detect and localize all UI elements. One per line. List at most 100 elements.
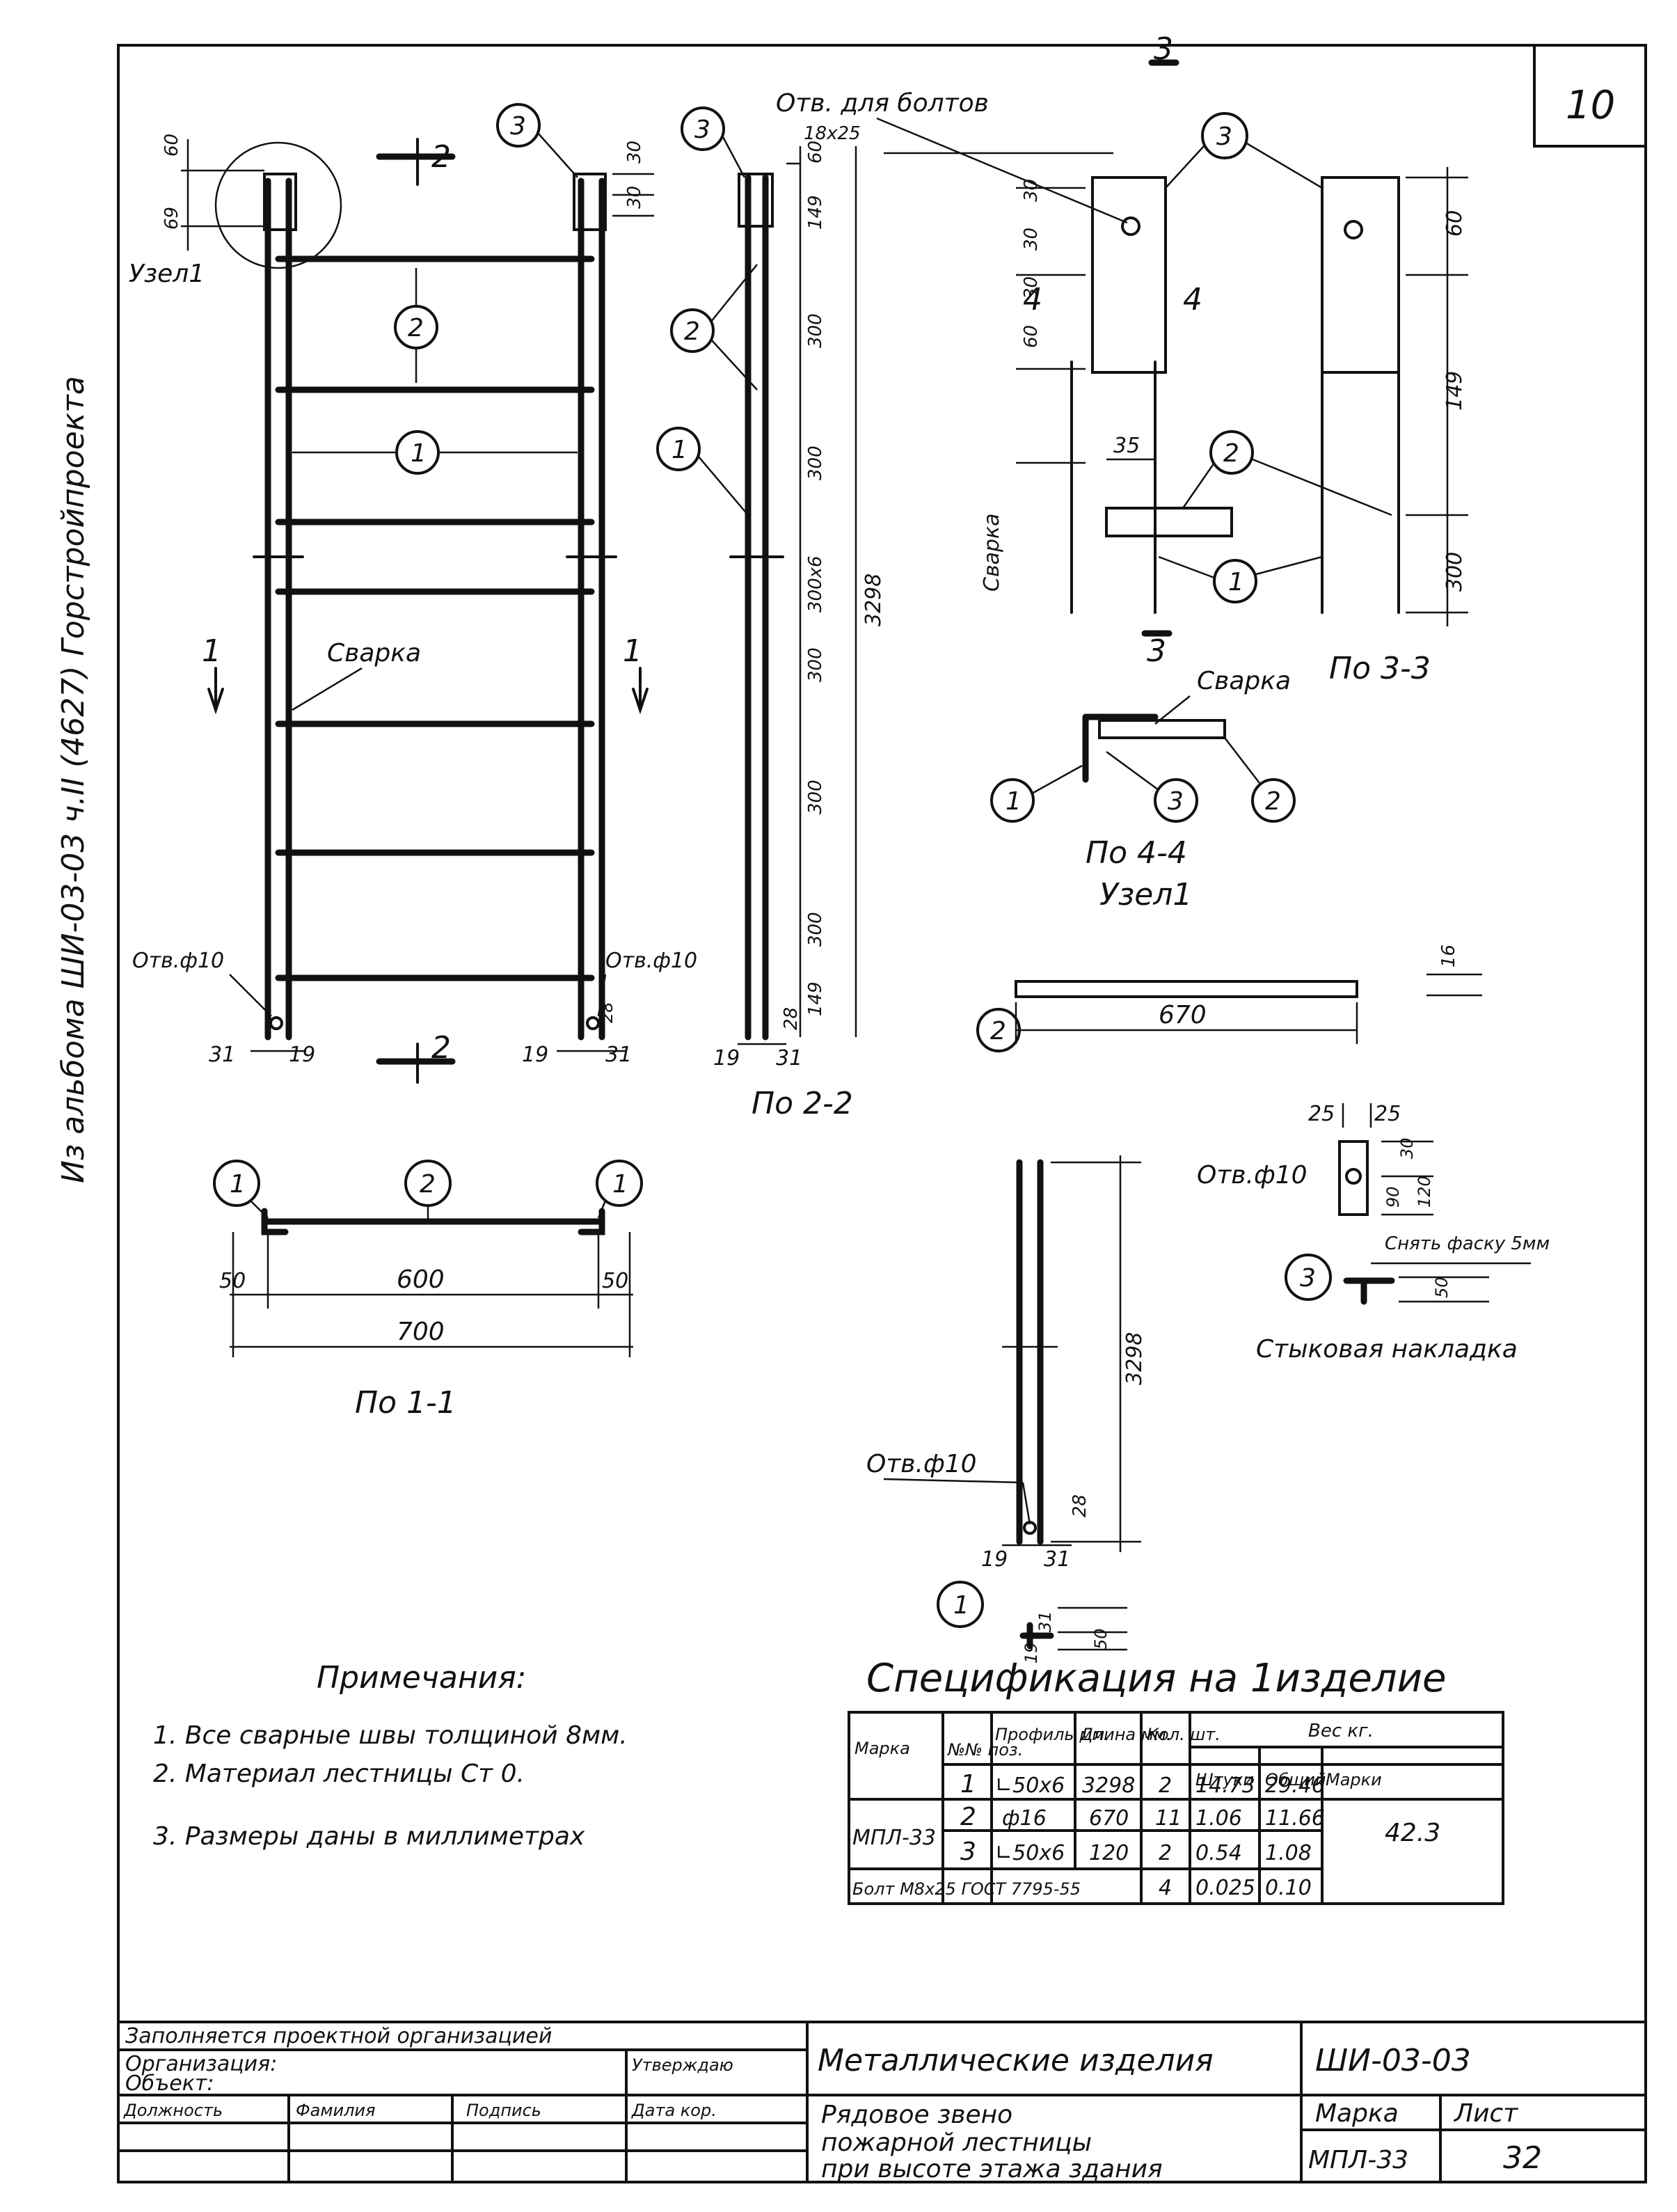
tb-object: Объект:	[125, 2071, 214, 2096]
section-1-right: 1	[623, 633, 642, 669]
tb-subtitle-1: Рядовое звено	[821, 2101, 1012, 2129]
svg-text:ф16: ф16	[1002, 1806, 1047, 1831]
svg-text:11.66: 11.66	[1265, 1806, 1325, 1831]
sheet-marker-box	[1533, 44, 1647, 148]
node-dim-60: 60	[1021, 325, 1042, 348]
spec-table: Спецификация на 1изделие Марка №№ поз. П…	[848, 1656, 1504, 1905]
s11-dim-600: 600	[397, 1265, 445, 1294]
stringer-dim-28: 28	[1070, 1494, 1090, 1517]
s33-dim-149: 149	[1442, 371, 1467, 411]
svg-text:3: 3	[510, 112, 526, 141]
tb-surname: Фамилия	[296, 2101, 375, 2120]
callout-2-s44: 2	[1224, 737, 1296, 823]
dim-30-a: 30	[624, 141, 645, 164]
dim-31-right: 31	[605, 1043, 632, 1067]
label-section-1-1: По 1-1	[355, 1385, 456, 1421]
dim-300-1: 300	[805, 313, 826, 348]
label-hole-right: Отв.ф10	[605, 949, 697, 973]
svg-text:3: 3	[960, 1838, 976, 1866]
svg-text:29.46: 29.46	[1265, 1773, 1325, 1798]
title-block: Заполняется проектной организацией Орган…	[117, 2021, 1647, 2183]
dim-60-side: 60	[805, 141, 826, 164]
tb-mark-value: МПЛ-33	[1308, 2146, 1408, 2174]
spec-h-weight: Вес кг.	[1308, 1721, 1374, 1741]
dim-149-side-top: 149	[805, 195, 826, 230]
dim-69: 69	[161, 207, 182, 230]
spec-row-2: 2 ф16 670 11 1.06 11.66	[960, 1803, 1325, 1831]
node-dim-30-a: 30	[1021, 179, 1042, 202]
rung-detail-mark: 2	[990, 1017, 1006, 1045]
dim-28-side: 28	[781, 1007, 802, 1030]
callout-2-front: 2	[394, 268, 438, 383]
svg-text:0.025: 0.025	[1195, 1876, 1255, 1900]
stringer-mark: 1	[953, 1591, 969, 1620]
tb-album-code: ШИ-03-03	[1315, 2043, 1471, 2078]
svg-text:2: 2	[408, 314, 424, 342]
callout-2-s11: 2	[404, 1160, 452, 1219]
dim-60-a: 60	[161, 134, 182, 157]
tb-approval: Утверждаю	[632, 2055, 733, 2075]
svg-text:1: 1	[671, 436, 688, 464]
section-2-top: 2	[431, 139, 451, 175]
svg-text:14.73: 14.73	[1195, 1773, 1255, 1798]
svg-text:1: 1	[230, 1170, 246, 1199]
butt-plate-detail: 25 25 Отв.ф10 30 90 120 Снять фаску 5мм …	[1197, 1102, 1550, 1364]
plate-dim-25-a: 25	[1308, 1102, 1335, 1126]
tb-sheet-value: 32	[1503, 2140, 1542, 2176]
svg-text:2: 2	[1159, 1773, 1172, 1798]
callout-1-s44: 1	[990, 764, 1083, 823]
svg-text:Болт М8x25 ГОСТ 7795-55: Болт М8x25 ГОСТ 7795-55	[852, 1879, 1081, 1899]
front-view: 60 69 30 30 2 2 1 1 Узел1 Сварка Отв.ф10…	[129, 134, 697, 1084]
plate-dim-50: 50	[1432, 1277, 1452, 1298]
svg-text:1: 1	[411, 439, 427, 468]
stringer-dim-31: 31	[1044, 1547, 1070, 1572]
spec-h-wpiece: Штуки	[1195, 1770, 1254, 1790]
rung-length: 670	[1159, 1001, 1207, 1029]
callout-3-side: 3	[681, 106, 746, 178]
section-4-4-view: Сварка По 4-4 Узел1	[1082, 667, 1291, 913]
label-section-2-2: По 2-2	[752, 1086, 853, 1121]
s33-dim-60: 60	[1442, 210, 1467, 237]
note-2: 2. Материал лестницы Ст 0.	[153, 1760, 525, 1788]
svg-text:1.08: 1.08	[1265, 1841, 1312, 1865]
side-note: Из альбома ШИ-03-03 ч.II (4627) Горстрой…	[56, 376, 91, 1183]
dim-300-5: 300	[805, 912, 826, 947]
label-plate-hole: Отв.ф10	[1197, 1161, 1308, 1190]
svg-text:2: 2	[1265, 787, 1281, 816]
note-3: 3. Размеры даны в миллиметрах	[153, 1822, 585, 1851]
tb-filled-by: Заполняется проектной организацией	[125, 2024, 552, 2048]
plate-dim-90: 90	[1383, 1186, 1403, 1208]
plate-mark: 3	[1300, 1264, 1316, 1293]
label-chamfer: Снять фаску 5мм	[1385, 1233, 1550, 1254]
svg-text:4: 4	[1159, 1876, 1172, 1900]
svg-text:0.10: 0.10	[1265, 1876, 1312, 1900]
tb-sheet-label: Лист	[1453, 2099, 1518, 2128]
dim-300x6: 300x6	[805, 555, 826, 613]
s11-dim-50-left: 50	[219, 1269, 246, 1293]
svg-text:11: 11	[1155, 1806, 1182, 1831]
svg-text:1: 1	[960, 1770, 976, 1799]
tb-organization: Организация:	[125, 2052, 277, 2076]
rung-detail: 2 670 16	[976, 945, 1482, 1052]
callout-3-s44: 3	[1106, 750, 1198, 823]
tb-signature: Подпись	[466, 2101, 541, 2120]
sheet-frame	[117, 44, 1647, 2183]
stringer-dim-19-b: 19	[1022, 1642, 1041, 1664]
dim-30-b: 30	[624, 186, 645, 209]
label-weld: Сварка	[327, 639, 421, 667]
callout-3-node: 3	[1165, 112, 1323, 189]
label-node1-under: Узел1	[1099, 877, 1192, 913]
spec-h-length: Длина мм.	[1079, 1725, 1172, 1744]
plate-dim-30: 30	[1397, 1137, 1417, 1159]
svg-text:1: 1	[1228, 568, 1244, 597]
svg-text:120: 120	[1089, 1841, 1129, 1865]
label-butt-plate: Стыковая накладка	[1256, 1335, 1518, 1364]
label-bolt-holes-size: 18x25	[804, 123, 861, 144]
label-hole-left: Отв.ф10	[132, 949, 224, 973]
rungs	[275, 255, 595, 981]
tb-position: Должность	[123, 2101, 223, 2120]
spec-total-weight: 42.3	[1385, 1819, 1440, 1847]
plate-dim-120: 120	[1415, 1176, 1434, 1208]
plate-dim-25-b: 25	[1374, 1102, 1401, 1126]
spec-row-1: 1 ∟50x6 3298 2 14.73 29.46	[960, 1770, 1325, 1799]
